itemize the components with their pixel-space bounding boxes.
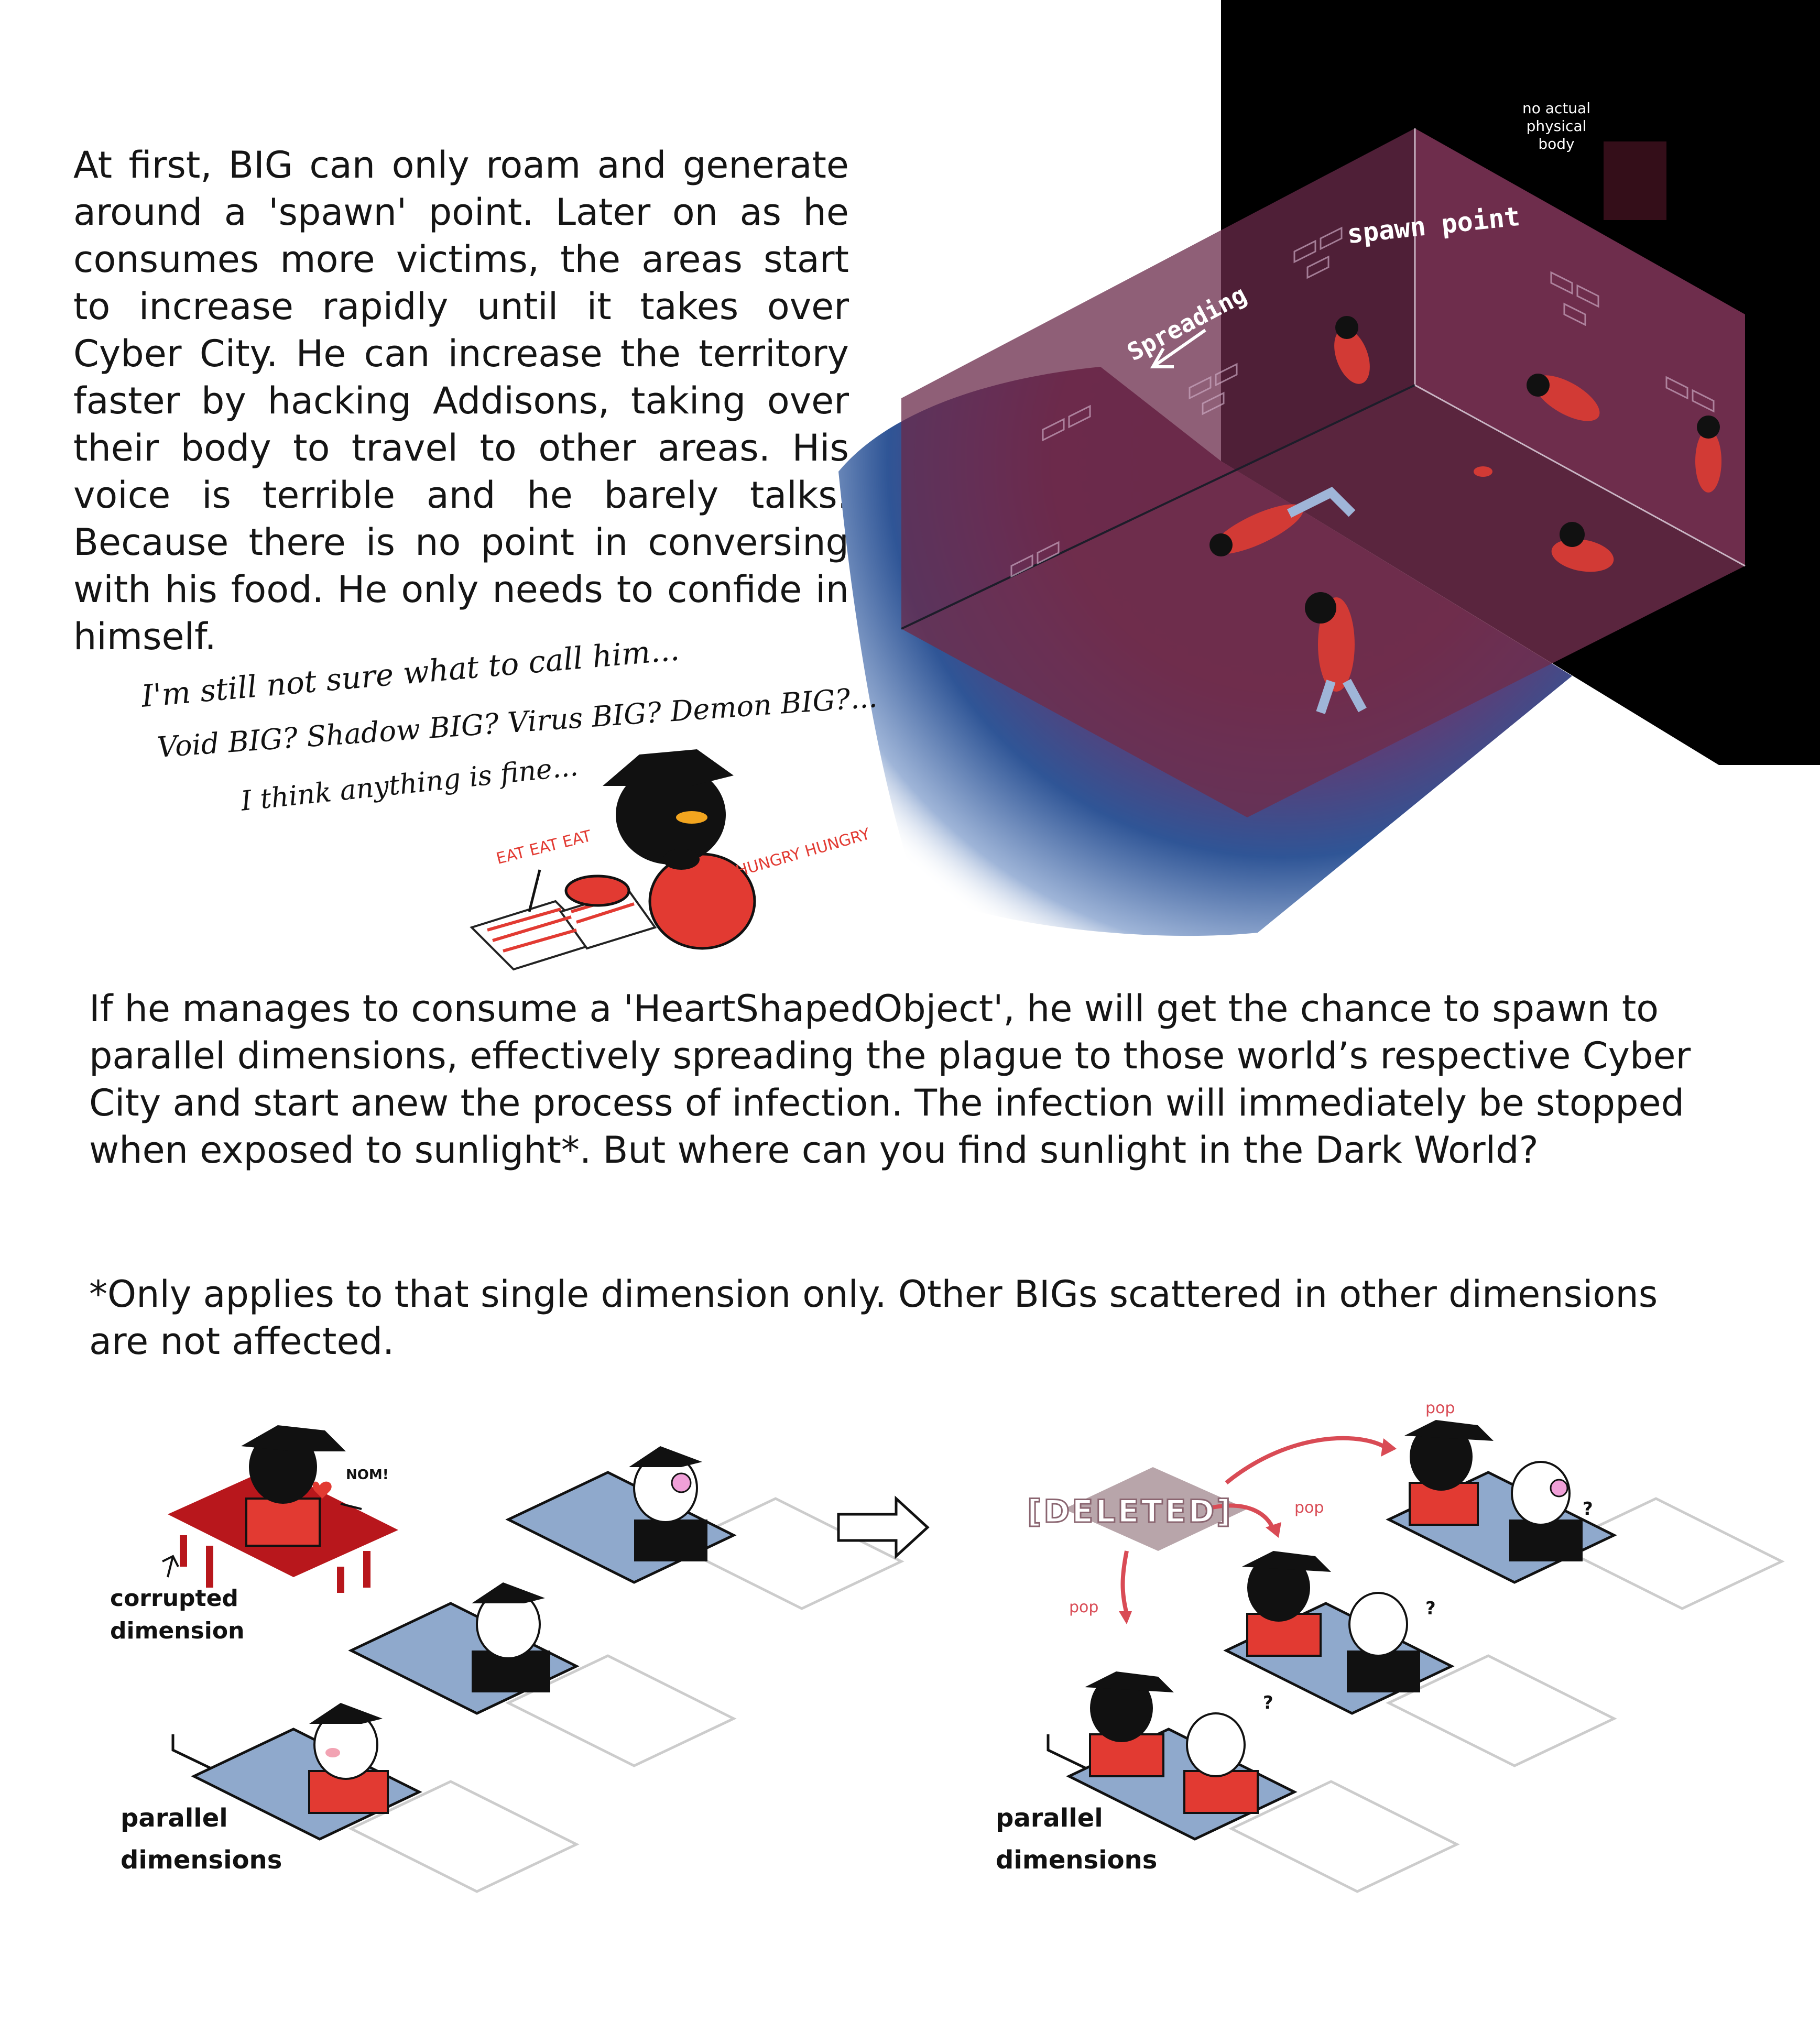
- pop-label-middle: pop: [1294, 1499, 1324, 1517]
- drawing-big-doodle: [470, 749, 756, 971]
- pop-label-top: pop: [1425, 1399, 1455, 1417]
- deleted-panel: [1064, 1467, 1247, 1551]
- room-right-wall: [1415, 128, 1745, 566]
- question-mark-middle: ?: [1425, 1598, 1436, 1619]
- left-parallel-dimensions-label: parallel dimensions: [121, 1803, 282, 1875]
- footnote-paragraph: *Only applies to that single dimension o…: [89, 1273, 1658, 1363]
- deleted-stamp: [DELETED]: [1027, 1493, 1233, 1531]
- question-mark-top: ?: [1583, 1499, 1593, 1520]
- room-left-wall: [901, 128, 1415, 629]
- nom-label: NOM!: [346, 1467, 389, 1483]
- right-characters: [1085, 1420, 1583, 1814]
- pop-label-bottom: pop: [1069, 1598, 1099, 1616]
- victims-group: [1209, 316, 1721, 714]
- no-body-label: no actual physical body: [1522, 100, 1590, 152]
- infection-paragraph: If he manages to consume a 'HeartShapedO…: [89, 987, 1691, 1172]
- spawn-room-illustration: [838, 0, 1820, 936]
- question-mark-bottom: ?: [1263, 1692, 1273, 1713]
- corrupted-dimension-label: corrupted dimension: [110, 1585, 245, 1644]
- spreading-arrow-icon: [1150, 329, 1206, 368]
- spread-arrows: [1120, 1436, 1385, 1614]
- transition-arrow-icon: [837, 1495, 930, 1559]
- left-characters: [241, 1425, 707, 1814]
- intro-paragraph: At first, BIG can only roam and generate…: [73, 144, 849, 658]
- right-parallel-dimensions-label: parallel dimensions: [996, 1803, 1158, 1875]
